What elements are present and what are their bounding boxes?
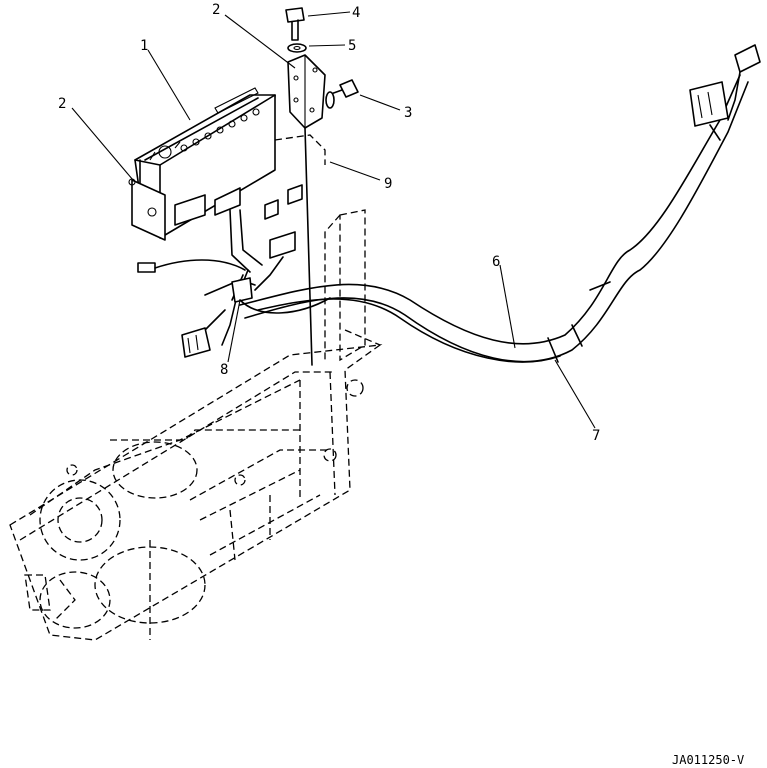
right-connectors bbox=[689, 44, 761, 141]
callout-9: 9 bbox=[384, 176, 392, 192]
main-cable bbox=[239, 74, 749, 363]
bolt bbox=[285, 7, 305, 41]
mounting-bracket bbox=[287, 54, 326, 129]
callout-5: 5 bbox=[348, 38, 356, 54]
callout-1: 1 bbox=[140, 38, 148, 54]
callout-3: 3 bbox=[404, 105, 412, 121]
side-bolt bbox=[325, 79, 359, 109]
callout-2-top: 2 bbox=[212, 2, 220, 18]
wiring-harness-left bbox=[137, 259, 331, 358]
controller-unit bbox=[128, 87, 276, 241]
callout-7: 7 bbox=[592, 428, 600, 444]
callout-8: 8 bbox=[220, 362, 228, 378]
callout-2-left: 2 bbox=[58, 96, 66, 112]
controller-harness bbox=[229, 134, 326, 291]
callout-4: 4 bbox=[352, 5, 360, 21]
callout-6: 6 bbox=[492, 254, 500, 270]
drawing-code: JA011250-V bbox=[672, 753, 744, 767]
console-frame-outline bbox=[9, 209, 383, 641]
leader-lines bbox=[71, 11, 596, 429]
washer bbox=[287, 43, 307, 53]
guide-line bbox=[304, 127, 313, 366]
